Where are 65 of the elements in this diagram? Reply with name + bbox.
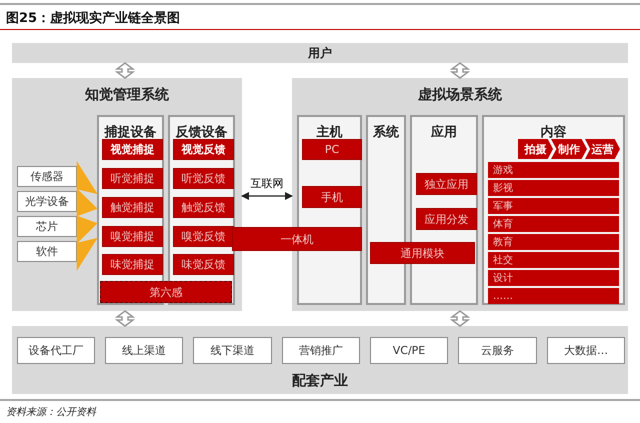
industry-box: 大数据… <box>547 337 625 364</box>
component-box: 芯片 <box>17 216 77 237</box>
function-box: 视觉反馈 <box>173 139 234 160</box>
industry-box: 设备代工厂 <box>17 337 95 364</box>
chevron-step: 运营 <box>585 139 620 159</box>
panel-heading: 知觉管理系统 <box>85 86 169 104</box>
function-box: 视觉捕捉 <box>102 139 163 160</box>
system-panel <box>12 78 242 311</box>
function-box: 手机 <box>302 186 362 208</box>
component-box: 光学设备 <box>17 191 77 212</box>
industry-box: 线下渠道 <box>193 337 272 364</box>
category-bar: 教育 <box>488 234 619 250</box>
industry-box: 线上渠道 <box>105 337 183 364</box>
category-bar: 社交 <box>488 252 619 268</box>
column-heading: 应用 <box>431 124 457 141</box>
column-panel <box>482 115 625 305</box>
column-heading: 反馈设备 <box>176 124 228 141</box>
column-heading: 系统 <box>373 124 399 141</box>
column-heading: 内容 <box>540 124 566 141</box>
function-box: 味觉捕捉 <box>102 254 163 275</box>
chevron-step: 拍摄 <box>518 139 553 159</box>
industry-panel <box>12 326 628 394</box>
component-box: 传感器 <box>17 166 77 187</box>
panel-heading: 配套产业 <box>291 372 349 390</box>
function-box: 味觉反馈 <box>173 254 234 275</box>
category-bar: 设计 <box>488 270 619 286</box>
panel-heading: 虚拟场景系统 <box>418 86 502 104</box>
column-panel <box>410 115 478 305</box>
category-bar: 游戏 <box>488 162 619 178</box>
banner-band: 用户 <box>12 43 628 63</box>
function-box: 一体机 <box>232 227 362 251</box>
function-box: 应用分发 <box>416 208 477 230</box>
component-box: 软件 <box>17 241 77 262</box>
function-box: 独立应用 <box>416 173 477 195</box>
function-box: 通用模块 <box>370 242 475 264</box>
industry-box: 营销推广 <box>282 337 360 364</box>
double-arrow <box>450 310 470 327</box>
double-arrow <box>114 310 136 327</box>
category-bar: 体育 <box>488 216 619 232</box>
industry-box: VC/PE <box>370 337 448 364</box>
function-box: 触觉反馈 <box>173 197 234 218</box>
function-box: 听觉捕捉 <box>102 168 163 189</box>
category-bar: 影视 <box>488 180 619 196</box>
source-note: 资料来源：公开资料 <box>6 406 96 419</box>
category-bar: …… <box>488 288 619 304</box>
arrow <box>241 192 293 200</box>
double-arrow <box>450 62 470 79</box>
figure-title: 图25：虚拟现实产业链全景图 <box>6 10 180 27</box>
system-panel <box>292 78 628 311</box>
function-box: 嗅觉捕捉 <box>102 226 163 247</box>
funnel-arrow <box>76 238 98 272</box>
double-arrow <box>114 62 136 79</box>
chevron-step: 制作 <box>551 139 587 159</box>
function-box: 听觉反馈 <box>173 168 234 189</box>
category-bar: 军事 <box>488 198 619 214</box>
column-heading: 主机 <box>316 124 342 141</box>
function-box: 触觉捕捉 <box>102 197 163 218</box>
industry-box: 云服务 <box>458 337 537 364</box>
dashed-box: 第六感 <box>100 281 232 303</box>
column-heading: 捕捉设备 <box>104 124 156 141</box>
funnel-arrow <box>76 160 98 194</box>
funnel-arrow <box>76 216 98 244</box>
funnel-arrow <box>76 188 98 216</box>
function-box: 嗅觉反馈 <box>173 226 234 247</box>
function-box: PC <box>302 139 362 160</box>
